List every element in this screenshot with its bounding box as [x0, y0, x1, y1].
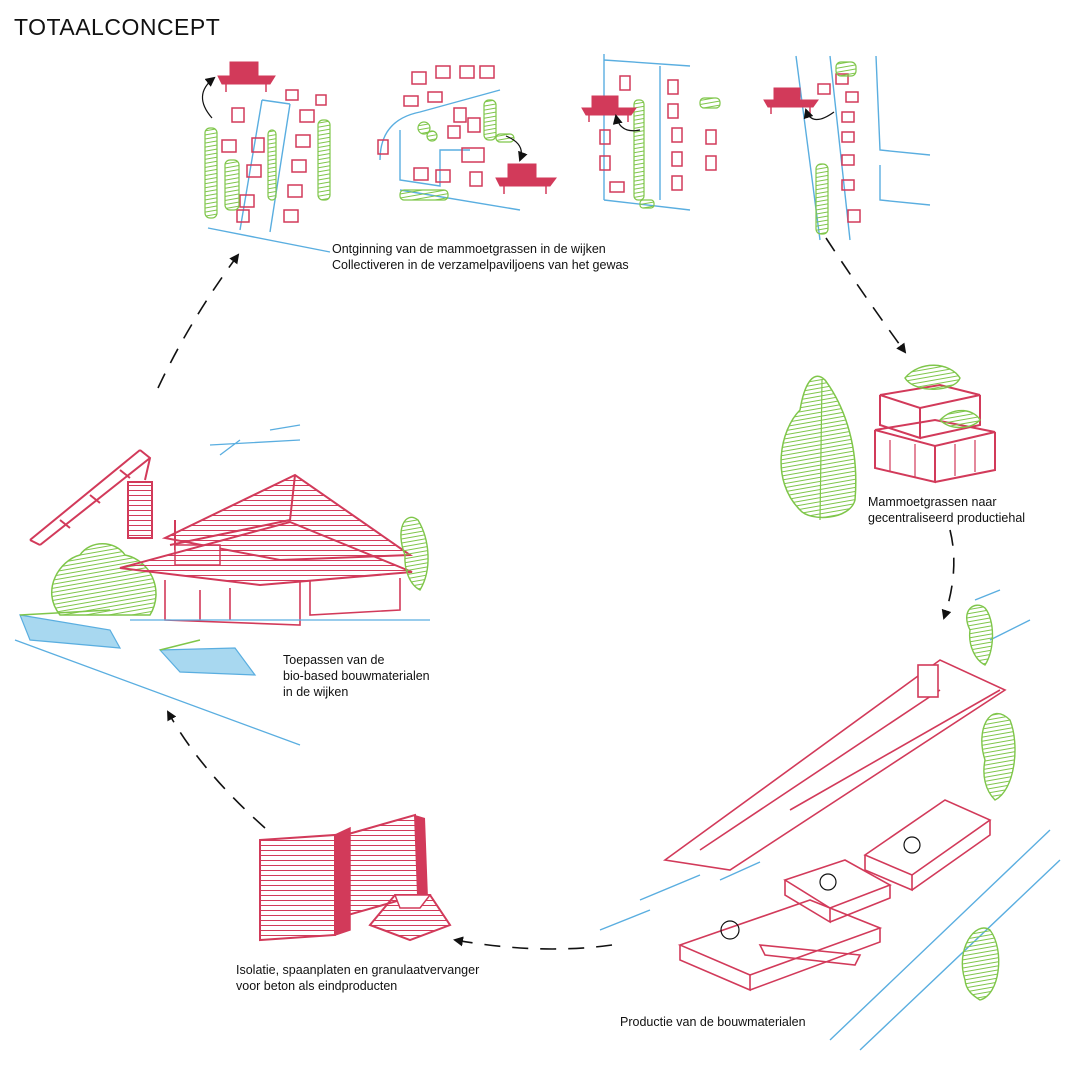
caption-factory-hall: Mammoetgrassen naar gecentraliseerd prod… — [868, 494, 1025, 526]
grass-crates-illustration — [780, 364, 996, 521]
caption-line: Collectiveren in de verzamelpaviljoens v… — [332, 258, 629, 272]
page-title: TOTAALCONCEPT — [14, 14, 221, 40]
caption-line: Ontginning van de mammoetgrassen in de w… — [332, 242, 606, 256]
caption-application: Toepassen van de bio-based bouwmateriale… — [283, 652, 430, 700]
pavilion-icon — [217, 61, 276, 92]
crate-stack-icon — [874, 383, 996, 484]
tree-icon — [961, 604, 1016, 1001]
building-application-illustration — [14, 424, 430, 746]
caption-line: bio-based bouwmaterialen — [283, 669, 430, 683]
crane-icon — [29, 449, 152, 546]
insulation-block-icon — [259, 826, 351, 942]
caption-line: Isolatie, spaanplaten en granulaatvervan… — [236, 963, 480, 977]
arrow-to-factory-hall — [825, 237, 907, 354]
caption-line: Mammoetgrassen naar — [868, 495, 997, 509]
arrow-to-products — [453, 936, 613, 950]
arrow-to-application — [167, 710, 266, 829]
caption-production: Productie van de bouwmaterialen — [620, 1014, 806, 1030]
chipboard-icon — [343, 813, 428, 917]
caption-line: Productie van de bouwmaterialen — [620, 1015, 806, 1029]
cycle-arrows — [157, 237, 955, 950]
neighbourhood-plans-illustration — [201, 54, 931, 253]
neighbourhood-plan-4 — [763, 55, 931, 241]
pavilion-icon — [495, 163, 557, 194]
neighbourhood-plan-2 — [377, 65, 557, 211]
production-hall-illustration — [662, 659, 1007, 992]
caption-line: gecentraliseerd productiehal — [868, 511, 1026, 525]
caption-line: voor beton als eindproducten — [236, 979, 398, 993]
pavilion-icon — [763, 87, 819, 114]
caption-line: Toepassen van de — [283, 653, 385, 667]
neighbourhood-plan-1 — [201, 61, 331, 253]
water-lines — [599, 589, 1061, 1051]
arrow-to-harvest — [157, 253, 240, 389]
caption-end-products: Isolatie, spaanplaten en granulaatvervan… — [236, 962, 479, 994]
arrow-to-production — [941, 529, 955, 620]
caption-line: in de wijken — [283, 685, 349, 699]
mammoth-grass-icon — [780, 375, 857, 519]
granulate-pile-icon — [368, 894, 452, 942]
caption-harvest: Ontginning van de mammoetgrassen in de w… — [332, 241, 629, 273]
end-products-illustration — [259, 813, 452, 942]
pavilion-icon — [581, 95, 637, 122]
neighbourhood-plan-3 — [581, 54, 721, 211]
